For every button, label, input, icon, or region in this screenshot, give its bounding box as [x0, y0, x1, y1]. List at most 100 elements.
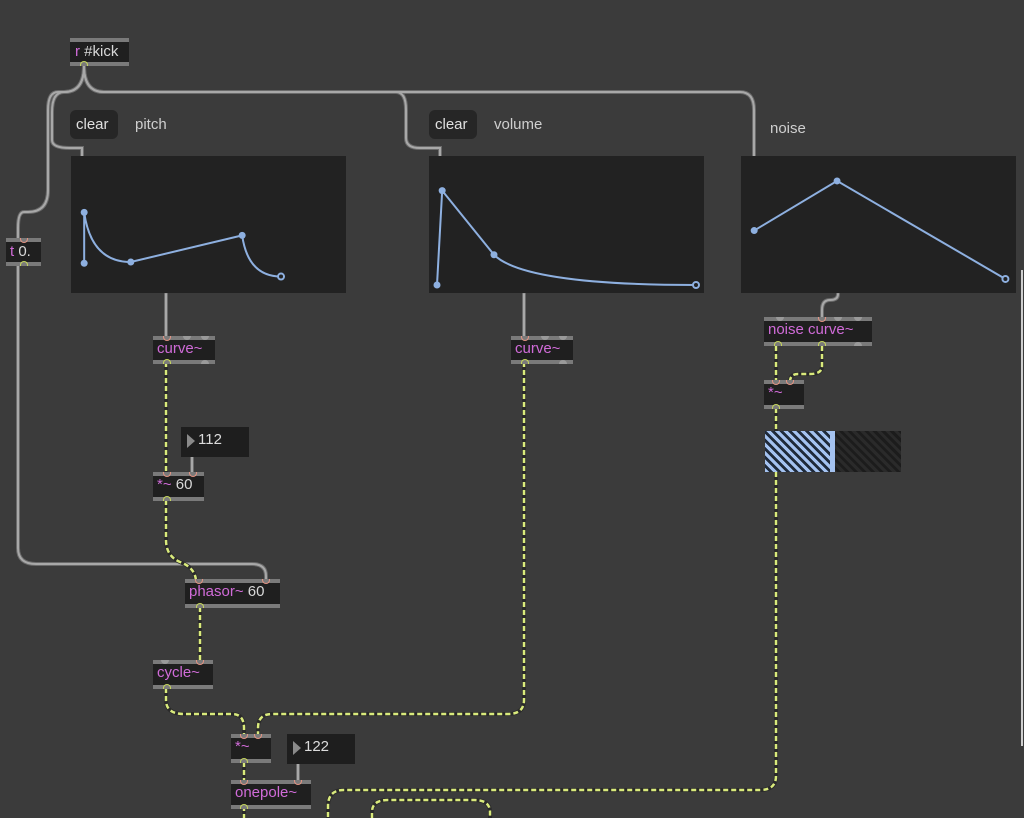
phasor-object[interactable]: phasor~ 60	[185, 579, 280, 608]
volume-curve-object[interactable]: curve~	[511, 336, 573, 364]
volume-envelope-graph	[433, 187, 700, 289]
outlet[interactable]	[772, 404, 780, 409]
pitch-curve-object[interactable]: curve~	[153, 336, 215, 364]
outlet-bar	[70, 62, 129, 66]
outlet[interactable]	[20, 261, 28, 266]
object-args: 60	[247, 583, 265, 600]
inlet[interactable]	[196, 660, 204, 665]
object-class: curve~	[157, 340, 203, 357]
outlet[interactable]	[163, 359, 171, 364]
signal-cord-curve-to-noisemult	[788, 344, 824, 384]
outlet-noise[interactable]	[774, 341, 782, 346]
volume-clear-message[interactable]: clear	[429, 110, 477, 139]
volume-comment: volume	[494, 116, 543, 133]
breakpoint-handle[interactable]	[833, 177, 841, 185]
inlet-left[interactable]	[195, 579, 203, 584]
signal-cord-volcurve-to-outmult	[256, 360, 526, 738]
inlet[interactable]	[20, 238, 28, 243]
breakpoint-handle[interactable]	[692, 281, 700, 289]
object-class: t	[10, 243, 15, 260]
breakpoint-handle[interactable]	[438, 187, 446, 195]
breakpoint-handle[interactable]	[80, 259, 88, 267]
object-class: onepole~	[235, 784, 298, 801]
object-args: 0.	[18, 243, 31, 260]
signal-cord-bottom-loop	[370, 798, 492, 818]
inlet[interactable]	[818, 317, 826, 322]
object-class: curve~	[515, 340, 561, 357]
breakpoint-handle[interactable]	[80, 208, 88, 216]
outlet[interactable]	[240, 804, 248, 809]
inlet-right[interactable]	[254, 734, 262, 739]
breakpoint-handle[interactable]	[277, 272, 286, 281]
breakpoint-handle[interactable]	[1001, 274, 1010, 283]
pitch-envelope-graph	[80, 208, 286, 281]
onepole-object[interactable]: onepole~	[231, 780, 311, 809]
outlet[interactable]	[163, 496, 171, 501]
object-class: *~	[768, 384, 783, 401]
outlet[interactable]	[196, 603, 204, 608]
object-args: 60	[175, 476, 193, 493]
receive-object[interactable]: r #kick	[70, 38, 129, 66]
object-args: #kick	[84, 43, 119, 60]
outlet[interactable]	[80, 61, 88, 66]
inlet-bar	[70, 38, 129, 42]
pitch-comment: pitch	[135, 116, 167, 133]
outlet[interactable]	[240, 758, 248, 763]
output-multiply-object[interactable]: *~	[231, 734, 271, 763]
pitch-range-number[interactable]: 112	[181, 427, 249, 457]
window-edge	[1021, 270, 1023, 746]
outlet-curve[interactable]	[818, 341, 826, 346]
inlet-right[interactable]	[262, 579, 270, 584]
breakpoint-handle[interactable]	[433, 281, 441, 289]
inlet-right[interactable]	[786, 380, 794, 385]
inlet-left[interactable]	[772, 380, 780, 385]
inlet[interactable]	[163, 336, 171, 341]
cord-receive-to-noise-function	[82, 64, 756, 158]
onepole-frequency-number[interactable]: 122	[287, 734, 355, 764]
breakpoint-handle[interactable]	[490, 251, 498, 259]
envelope-line	[753, 179, 1006, 280]
outlet[interactable]	[521, 359, 529, 364]
outlet[interactable]	[163, 684, 171, 689]
cord-trigger-to-phasor	[16, 260, 268, 584]
noise-function-editor[interactable]	[741, 156, 1016, 293]
breakpoint-handle[interactable]	[750, 227, 758, 235]
pitch-clear-message[interactable]: clear	[70, 110, 118, 139]
inlet-left[interactable]	[240, 734, 248, 739]
number-value: 122	[304, 738, 330, 755]
inlet-right[interactable]	[294, 780, 302, 785]
envelope-line	[83, 212, 282, 278]
signal-cord-mult-to-phasor	[164, 498, 198, 584]
envelope-line	[436, 187, 697, 286]
inlet-right[interactable]	[189, 472, 197, 477]
breakpoint-handle[interactable]	[238, 231, 246, 239]
object-class: *~	[235, 738, 250, 755]
number-triangle-icon	[293, 741, 301, 755]
noise-envelope-graph	[750, 177, 1010, 283]
trigger-object[interactable]: t 0.	[6, 238, 41, 266]
object-class: cycle~	[157, 664, 200, 681]
noise-curve-object[interactable]: noise curve~	[764, 317, 872, 346]
noise-multiply-object[interactable]: *~	[764, 380, 804, 409]
inlet-left[interactable]	[163, 472, 171, 477]
signal-cord-cycle-to-outmult	[164, 686, 246, 738]
number-triangle-icon	[187, 434, 195, 448]
noise-comment: noise	[770, 120, 806, 137]
object-class: noise curve~	[768, 321, 854, 338]
meter-fill	[765, 431, 831, 472]
cycle-object[interactable]: cycle~	[153, 660, 213, 689]
cord-noise-function-to-curve	[820, 292, 840, 320]
object-class: phasor~	[189, 583, 244, 600]
breakpoint-handle[interactable]	[127, 258, 135, 266]
volume-function-editor[interactable]	[429, 156, 704, 293]
cord-receive-to-volume-function	[82, 64, 442, 160]
object-class: r	[75, 43, 80, 60]
pitch-function-editor[interactable]	[71, 156, 346, 293]
inlet[interactable]	[521, 336, 529, 341]
object-class: *~	[157, 476, 172, 493]
inlet-left[interactable]	[240, 780, 248, 785]
meter-peak	[830, 431, 836, 472]
signal-cord-meter-out	[326, 470, 778, 818]
pitch-multiply-object[interactable]: *~ 60	[153, 472, 204, 501]
signal-level-meter	[765, 431, 901, 472]
